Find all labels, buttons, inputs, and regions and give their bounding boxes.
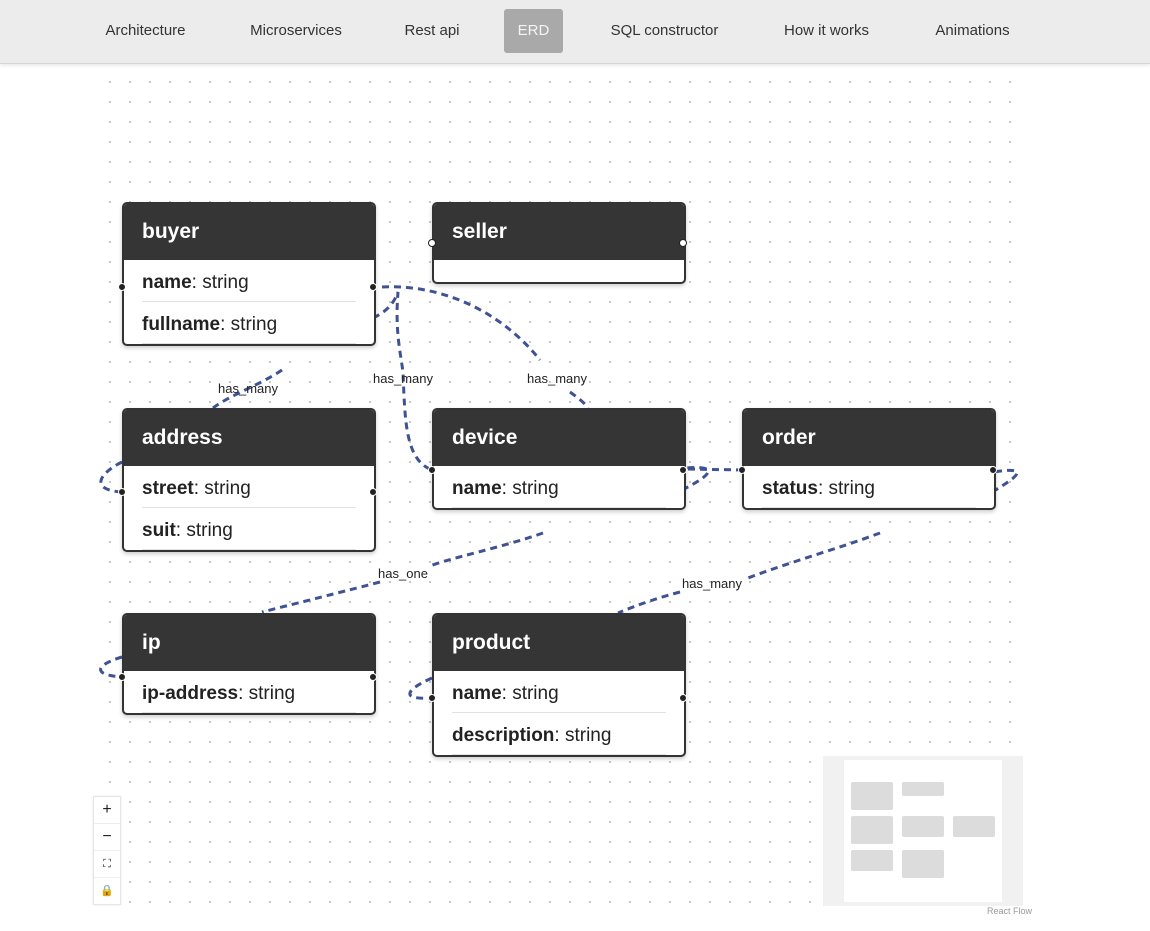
fit-view-icon[interactable]: ⛶ — [94, 851, 120, 878]
entity-buyer[interactable]: buyer name: string fullname: string — [122, 202, 376, 346]
nav-architecture[interactable]: Architecture — [105, 22, 186, 39]
entity-title: buyer — [124, 204, 374, 260]
nav-how-it-works[interactable]: How it works — [783, 22, 869, 39]
entity-device[interactable]: device name: string — [432, 408, 686, 510]
entity-address[interactable]: address street: string suit: string — [122, 408, 376, 552]
entity-field: suit: string — [142, 508, 356, 550]
connection-handle[interactable] — [118, 673, 126, 681]
nav-microservices[interactable]: Microservices — [250, 22, 342, 39]
zoom-in-button[interactable]: + — [94, 797, 120, 824]
connection-handle[interactable] — [369, 283, 377, 291]
minimap-node-address — [851, 816, 893, 844]
entity-field: description: string — [452, 713, 666, 755]
react-flow-attribution[interactable]: React Flow — [987, 906, 1033, 916]
entity-title: order — [744, 410, 994, 466]
entity-field: name: string — [142, 260, 356, 302]
flow-controls: + − ⛶ 🔒 — [93, 796, 121, 905]
zoom-out-button[interactable]: − — [94, 824, 120, 851]
connection-handle[interactable] — [369, 488, 377, 496]
entity-title: seller — [434, 204, 684, 260]
top-navigation: Architecture Microservices Rest api ERD … — [0, 0, 1150, 64]
entity-field: ip-address: string — [142, 671, 356, 713]
entity-field: name: string — [452, 466, 666, 508]
connection-handle[interactable] — [118, 488, 126, 496]
connection-handle[interactable] — [428, 694, 436, 702]
minimap-viewport — [844, 760, 1002, 902]
minimap-node-product — [902, 850, 944, 878]
connection-handle[interactable] — [118, 283, 126, 291]
entity-seller[interactable]: seller — [432, 202, 686, 284]
entity-title: ip — [124, 615, 374, 671]
nav-rest-api[interactable]: Rest api — [404, 22, 460, 39]
minimap-node-device — [902, 816, 944, 837]
entity-field: fullname: string — [142, 302, 356, 344]
connection-handle[interactable] — [989, 466, 997, 474]
connection-handle[interactable] — [679, 694, 687, 702]
connection-handle[interactable] — [428, 466, 436, 474]
minimap-node-ip — [851, 850, 893, 871]
entity-field: street: string — [142, 466, 356, 508]
nav-sql-constructor[interactable]: SQL constructor — [610, 22, 719, 39]
minimap-node-order — [953, 816, 995, 837]
minimap-node-seller — [902, 782, 944, 796]
entity-title: device — [434, 410, 684, 466]
entity-field: status: string — [762, 466, 976, 508]
entity-order[interactable]: order status: string — [742, 408, 996, 510]
entity-product[interactable]: product name: string description: string — [432, 613, 686, 757]
connection-handle[interactable] — [428, 239, 436, 247]
minimap[interactable] — [823, 756, 1023, 906]
lock-icon[interactable]: 🔒 — [100, 885, 114, 897]
entity-field: name: string — [452, 671, 666, 713]
nav-animations[interactable]: Animations — [935, 22, 1010, 39]
entity-title: product — [434, 615, 684, 671]
connection-handle[interactable] — [679, 466, 687, 474]
connection-handle[interactable] — [738, 466, 746, 474]
nav-erd[interactable]: ERD — [504, 9, 563, 53]
entity-title: address — [124, 410, 374, 466]
entity-ip[interactable]: ip ip-address: string — [122, 613, 376, 715]
connection-handle[interactable] — [679, 239, 687, 247]
connection-handle[interactable] — [369, 673, 377, 681]
minimap-node-buyer — [851, 782, 893, 810]
